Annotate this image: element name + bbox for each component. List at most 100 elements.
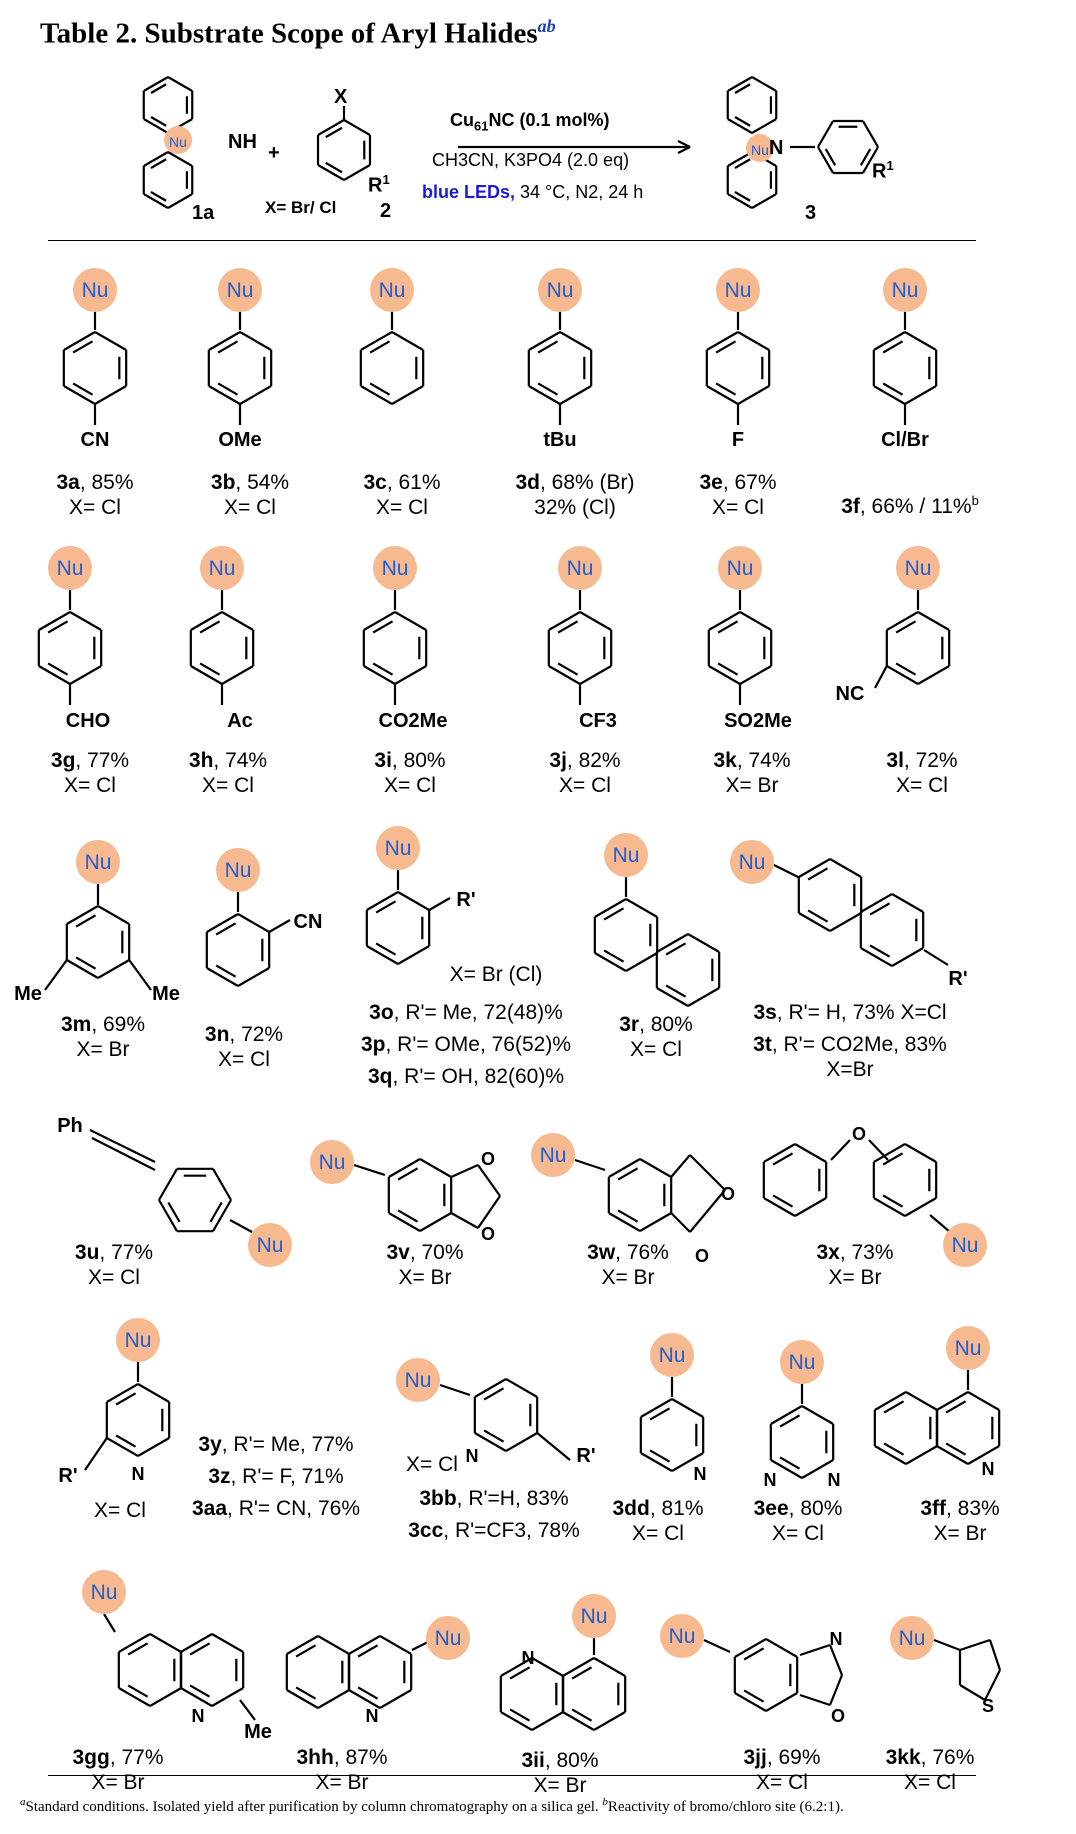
aryl-ring-row1-bond <box>904 331 937 351</box>
aryl-ring-row1-bond <box>528 331 561 351</box>
product-label-3ee: 3ee, 80%X= Cl <box>753 1497 843 1545</box>
aryl-ring-3u-bond <box>158 1199 178 1232</box>
product-label-3y: 3y, R'= Me, 77% <box>198 1433 354 1456</box>
aryl-ring-3l-bond <box>886 665 919 685</box>
nu-label: Nu <box>91 1581 118 1604</box>
aryl-ring-3n-bond <box>206 967 239 987</box>
product-label-3l: 3l, 72%X= Cl <box>886 749 958 797</box>
nu-ball-3o <box>376 826 420 870</box>
aryl-ring-row2-double-bond <box>199 662 221 676</box>
product-label-3n: 3n, 72%X= Cl <box>204 1023 284 1071</box>
carbazole-ring-top-double-bond <box>150 116 167 127</box>
pyrimidine-ring-double-bond <box>779 1456 801 1470</box>
product-aryl-ring-bond <box>817 146 834 174</box>
quinoline-ring-3gg-b-bond <box>180 1633 213 1653</box>
nu-label: Nu <box>379 279 406 302</box>
product-label-3p: 3p, R'= OMe, 76(52)% <box>360 1033 571 1056</box>
dibenzofuran-ring-a-bond <box>794 1143 827 1163</box>
aryl-ring-3o-bond <box>397 891 430 911</box>
pyridine-ring-3dd-bond <box>640 1452 673 1472</box>
substituent-ph: Ph <box>57 1115 83 1137</box>
naphthalene-ring-b-bond <box>687 987 720 1007</box>
nu-label: Nu <box>899 1627 926 1650</box>
quinoline-ring-3ii-a-double-bond <box>571 1666 593 1680</box>
naphthalene-ring-3s-b-bond <box>860 947 893 967</box>
substituent-me-right: Me <box>152 983 180 1005</box>
nu-label: Nu <box>955 1337 982 1360</box>
aryl-ring-row1-double-bond <box>369 382 391 396</box>
dibenzofuran-ring-b-bond <box>873 1143 906 1163</box>
quinoline-ring-3gg-b-double-bond <box>189 1684 211 1698</box>
quinoline-ring-3hh-a-double-bond <box>295 1644 317 1658</box>
naphthalene-ring-3s-a-double-bond <box>807 867 829 881</box>
aryl-ring-3u-double-bond <box>167 1201 181 1223</box>
substituent-cn-3n: CN <box>294 911 323 933</box>
aryl-halide-ring-double-bond <box>325 126 343 139</box>
nu-label: Nu <box>435 1627 462 1650</box>
carbazole-ring-top-bond <box>167 76 193 92</box>
product-label-3gg: 3gg, 77%X= Br <box>72 1746 164 1794</box>
aryl-ring-row1-bond <box>904 385 937 405</box>
nu-aryl-bond <box>353 1163 386 1177</box>
arrow-head <box>677 146 691 154</box>
oxazole-bond <box>799 1693 831 1707</box>
aryl-ring-row1-bond <box>239 331 272 351</box>
nu-ball-3hh <box>426 1616 470 1660</box>
lactone-carbonyl-o: O <box>695 1246 709 1266</box>
reactant2-label: 2 <box>380 200 392 222</box>
nu-aryl-bond <box>229 1219 253 1233</box>
aryl-ring-row2-bond <box>363 665 396 685</box>
product-label-3t: 3t, R'= CO2Me, 83%X=Br <box>753 1033 947 1081</box>
aryl-ring-3u-bond <box>158 1168 178 1201</box>
aryl-ring-row2-bond <box>708 665 741 685</box>
reactant1-label: 1a <box>192 202 215 224</box>
carbazole-ring-top-double-bond <box>150 83 167 94</box>
arrow-head <box>677 140 691 148</box>
dioxole-bond <box>450 1163 479 1179</box>
substituent-me-left: Me <box>14 983 42 1005</box>
quinoline-ring-3ii-a-bond <box>562 1711 595 1731</box>
naphthalene-ring-3s-a-double-bond <box>807 909 829 923</box>
lactone-o: O <box>721 1184 735 1204</box>
product-carbazole-bottom-double-bond <box>734 191 751 202</box>
thiophene-bond <box>959 1684 986 1701</box>
pyridine-ring-3y-bond <box>106 1383 139 1403</box>
quinoline-ring-3hh-a-bond <box>317 1635 350 1655</box>
aryl-ring-3v-double-bond <box>397 1167 419 1181</box>
pyrimidine-ring-double-bond <box>779 1414 801 1428</box>
nu-ball-row2 <box>373 546 417 590</box>
nu-ball-3m <box>76 840 120 884</box>
dibenzofuran-ring-b-bond <box>873 1197 906 1217</box>
pyridine-ring-3bb-double-bond <box>483 1429 505 1443</box>
product-label-3u: 3u, 77%X= Cl <box>74 1241 154 1289</box>
x-definition: X= Br/ Cl <box>265 198 337 217</box>
naphthalene-ring-a-bond <box>625 898 658 918</box>
pyridine-ring-3y-bond <box>137 1383 170 1403</box>
naphthalene-ring-a-double-bond <box>603 949 625 963</box>
pyridine-ring-3bb-bond <box>505 1378 538 1398</box>
nu-label: Nu <box>789 1351 816 1374</box>
aryl-halide-ring-bond <box>343 119 371 136</box>
substituent-rprime-3bb: R' <box>576 1445 595 1467</box>
carbazole-ring-bottom-bond <box>167 151 193 167</box>
substituent-cf3: CF3 <box>579 710 617 732</box>
quinoline-ring-3ff-b-double-bond <box>883 1442 905 1456</box>
lactone-bond <box>689 1189 726 1233</box>
nu-label: Nu <box>725 279 752 302</box>
naphthalene-ring-3s-b-double-bond <box>869 944 891 958</box>
oxazole-bond <box>828 1674 844 1706</box>
me-bond <box>128 959 152 991</box>
nu-ball-3ee <box>780 1340 824 1384</box>
aryl-ring-row2-bond <box>190 611 223 631</box>
nu-label: Nu <box>547 279 574 302</box>
product-aryl-ring-double-bond <box>824 148 837 166</box>
nu-label: Nu <box>209 557 236 580</box>
nu-ball-3ff <box>946 1326 990 1370</box>
product-label-3b: 3b, 54%X= Cl <box>210 471 290 519</box>
product-carbazole-bottom-bond <box>727 193 753 209</box>
r-bond <box>536 1432 571 1461</box>
nu-label: Nu <box>581 1605 608 1628</box>
aryl-ring-3u-double-bond <box>209 1201 223 1223</box>
aryl-ring-row2-bond <box>548 665 581 685</box>
product-r1-label: R1 <box>872 158 894 183</box>
